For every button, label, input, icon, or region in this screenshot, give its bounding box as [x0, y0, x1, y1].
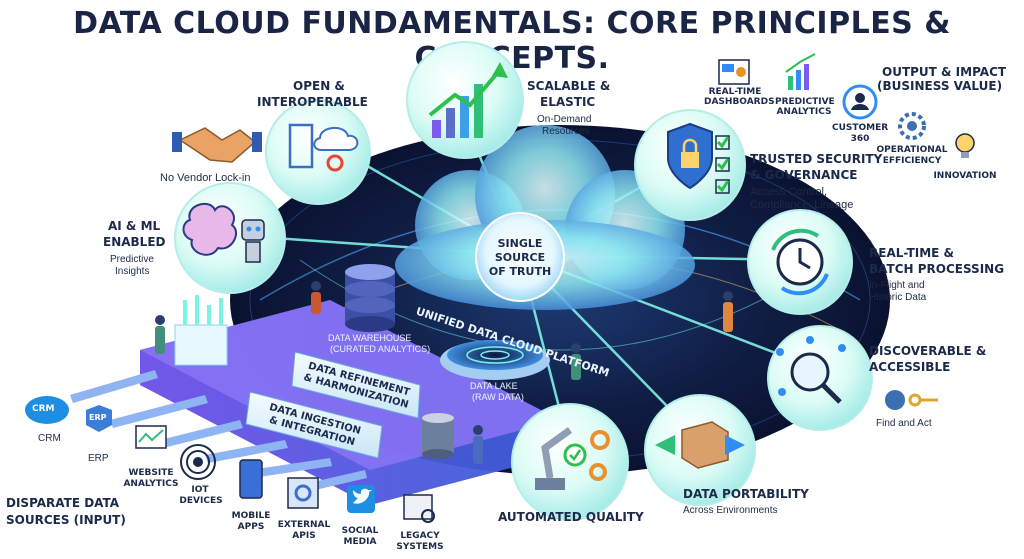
predictive-chart-icon	[785, 53, 816, 90]
iot-label2: DEVICES	[179, 496, 223, 506]
external-api-icon	[287, 477, 319, 509]
legacy-systems-icon	[403, 494, 435, 523]
sot-line2: SOURCE	[494, 251, 546, 264]
web-label2: ANALYTICS	[123, 479, 179, 489]
data-lake-icon	[440, 340, 550, 380]
lake-sub: (RAW DATA)	[472, 392, 524, 402]
security-sub1: Access Control,	[750, 186, 828, 198]
bubble-discoverable-accessible	[767, 325, 873, 431]
open-title1: OPEN &	[293, 79, 345, 93]
apis-label1: EXTERNAL	[277, 520, 331, 530]
ingestion-db-icon	[422, 413, 454, 459]
refinement-banner	[291, 351, 421, 419]
security-title1: TRUSTED SECURITY	[750, 152, 883, 166]
scalable-title1: SCALABLE &	[527, 79, 611, 93]
scalable-sub1: On-Demand	[537, 114, 592, 125]
efficiency-label2: EFFICIENCY	[882, 156, 942, 166]
open-title2: INTEROPERABLE	[257, 95, 368, 109]
social-label1: SOCIAL	[341, 526, 379, 536]
social-label2: MEDIA	[343, 537, 377, 547]
warehouse-label: DATA WAREHOUSE	[328, 333, 412, 343]
erp-badge: ERP	[89, 413, 107, 422]
security-sub2: Compliance, Lineage	[750, 199, 854, 211]
innovation-label: INNOVATION	[933, 171, 997, 181]
dashboards-label2: DASHBOARDS	[704, 97, 775, 107]
dashboards-label1: REAL-TIME	[708, 87, 762, 97]
security-title2: & GOVERNANCE	[750, 168, 858, 182]
discoverable-title2: ACCESSIBLE	[869, 360, 951, 374]
ingest-server-icon	[174, 295, 228, 366]
mobile-label1: MOBILE	[231, 511, 271, 521]
realtime-sub2: Historic Data	[869, 292, 927, 303]
person-figure	[155, 281, 733, 464]
apis-label2: APIs	[292, 531, 316, 541]
predictive-label1: PREDICTIVE	[775, 97, 835, 107]
scalable-sub2: Resources	[542, 126, 590, 137]
sot-line1: SINGLE	[497, 237, 543, 250]
predictive-label2: ANALYTICS	[776, 107, 832, 117]
portability-title: DATA PORTABILITY	[683, 487, 809, 501]
bubble-ai-ml	[174, 182, 286, 294]
customer-label2: 360	[850, 134, 870, 144]
ingestion-banner	[245, 391, 383, 459]
customer-label1: CUSTOMER	[832, 123, 889, 133]
aiml-title1: AI & ML	[108, 219, 161, 233]
page-title: DATA CLOUD FUNDAMENTALS: CORE PRINCIPLES…	[73, 6, 951, 76]
iot-icon	[180, 444, 216, 480]
data-warehouse-icon	[345, 264, 395, 332]
social-media-icon	[347, 485, 375, 513]
discoverable-title1: DISCOVERABLE &	[869, 344, 987, 358]
legacy-label1: LEGACY	[400, 531, 440, 541]
crm-icon	[25, 396, 69, 424]
mobile-icon	[239, 459, 263, 499]
crm-badge: CRM	[32, 404, 55, 414]
warehouse-sub: (CURATED ANALYTICS)	[330, 344, 431, 354]
customer-360-icon	[842, 84, 878, 120]
realtime-title2: BATCH PROCESSING	[869, 262, 1005, 276]
web-label1: WEBSITE	[128, 468, 174, 478]
sources-title2: SOURCES (INPUT)	[6, 513, 126, 527]
sot-line3: OF TRUTH	[488, 265, 552, 278]
gear-icon	[898, 112, 926, 140]
output-title1: OUTPUT & IMPACT	[882, 65, 1007, 79]
efficiency-label1: OPERATIONAL	[876, 145, 948, 155]
dashboard-icon	[718, 59, 750, 85]
single-source-orb	[475, 212, 565, 302]
open-sub: No Vendor Lock-in	[160, 172, 251, 184]
bubble-automated-quality	[511, 403, 629, 521]
lake-label: DATA LAKE	[470, 381, 518, 391]
output-title2: (BUSINESS VALUE)	[877, 79, 1003, 93]
mobile-label2: APPS	[237, 522, 265, 532]
aiml-sub1: Predictive	[110, 254, 154, 265]
erp-label: ERP	[88, 453, 109, 464]
quality-title: AUTOMATED QUALITY	[498, 510, 644, 524]
bubble-realtime-batch	[747, 209, 853, 315]
portability-sub: Across Environments	[683, 505, 778, 516]
legacy-label2: SYSTEMS	[396, 542, 444, 552]
website-analytics-icon	[135, 425, 167, 449]
discoverable-sub: Find and Act	[876, 418, 932, 429]
realtime-sub1: In-Flight and	[869, 280, 925, 291]
aiml-title2: ENABLED	[103, 235, 166, 249]
sources-title1: DISPARATE DATA	[6, 496, 120, 510]
bubble-trusted-security	[634, 109, 746, 221]
handshake-icon	[172, 127, 262, 163]
bubble-open-interoperable	[265, 99, 371, 205]
bubble-scalable-elastic	[406, 41, 524, 159]
iot-label1: IoT	[191, 485, 209, 495]
crm-label: CRM	[38, 433, 61, 444]
lightbulb-icon	[955, 133, 975, 158]
aiml-sub2: Insights	[115, 266, 150, 277]
bubble-data-portability	[644, 394, 756, 506]
key-icon	[885, 390, 938, 410]
erp-icon	[86, 405, 112, 432]
realtime-title1: REAL-TIME &	[869, 246, 955, 260]
scalable-title2: ELASTIC	[540, 95, 596, 109]
